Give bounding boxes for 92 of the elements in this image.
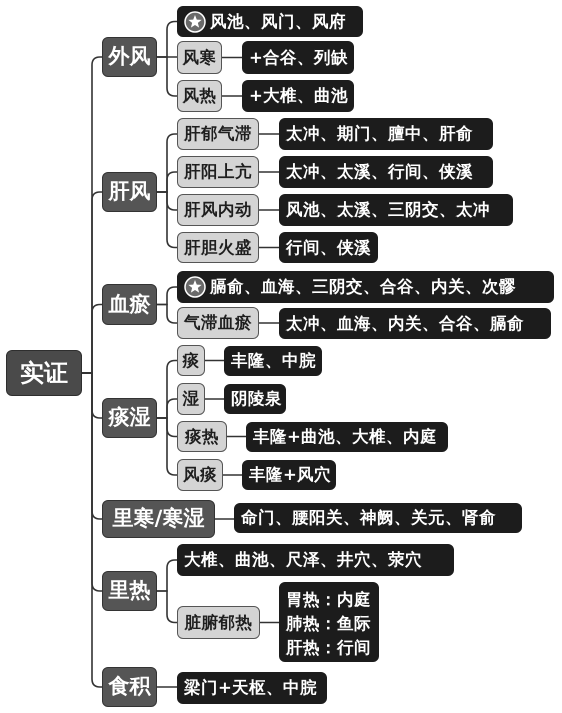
node-text: 肝风内动: [184, 200, 252, 220]
node-text: 风池、风门、风府: [210, 12, 346, 32]
subcategory-box: [177, 421, 227, 452]
acupoint-box: [234, 503, 522, 533]
subcategory-box: [177, 232, 259, 263]
node-text: 丰隆+曲池、大椎、内庭: [253, 427, 437, 447]
acupoint-box: [177, 6, 363, 37]
connector-line: [222, 95, 242, 97]
connector-line: [157, 304, 177, 324]
connector-line: [259, 322, 279, 324]
node-text: 痰湿: [108, 405, 150, 431]
node-text: +合谷、列缺: [249, 48, 348, 68]
node-text: 行间、侠溪: [286, 238, 371, 258]
node-text: 湿: [182, 389, 200, 409]
node-text: 实证: [20, 358, 68, 388]
acupoint-box: [279, 118, 493, 150]
acupoint-box: [177, 544, 454, 576]
subcategory-box: [177, 345, 205, 376]
acupoint-box: [177, 672, 327, 704]
node-text: 血瘀: [108, 292, 150, 318]
connector-line: [205, 398, 224, 400]
connector-line: [259, 133, 279, 135]
node-text: 肝阳上亢: [184, 162, 252, 182]
node-text: 里热: [108, 578, 150, 604]
connector-line: [260, 622, 279, 624]
subcategory-box: [177, 307, 259, 339]
node-text: 风寒: [182, 48, 216, 68]
category-box: [102, 398, 157, 438]
node-text: 风痰: [183, 465, 217, 485]
acupoint-box: [279, 194, 513, 226]
acupoint-box: [246, 422, 448, 452]
category-box: [102, 172, 157, 212]
acupoint-box: [224, 384, 286, 414]
subcategory-box: [177, 118, 259, 150]
subcategory-box: [177, 194, 259, 226]
subcategory-box: [177, 156, 259, 188]
node-text: 梁门+天枢、中脘: [184, 678, 317, 698]
node-text: 风热: [182, 86, 216, 106]
subcategory-box: [177, 459, 223, 491]
node-text: 命门、腰阳关、神阙、关元、肾俞: [241, 508, 496, 528]
node-text: 外风: [108, 44, 150, 70]
acupoint-box: [279, 232, 378, 263]
node-text: 肝热：行间: [286, 638, 371, 658]
acupoint-box: [242, 41, 354, 74]
acupoint-box: [224, 346, 322, 376]
node-text: 痰热: [185, 426, 219, 446]
node-text: 脏腑郁热: [184, 612, 252, 632]
connector-line: [82, 372, 102, 688]
subcategory-box: [177, 80, 222, 112]
node-text: 肺热：鱼际: [286, 614, 371, 634]
node-text: 肝胆火盛: [184, 238, 252, 258]
category-box: [102, 571, 157, 611]
node-text: 风池、太溪、三阴交、太冲: [286, 200, 490, 220]
category-box: [102, 37, 157, 77]
category-box: [102, 667, 157, 707]
connector-line: [215, 518, 234, 520]
node-text: 食积: [108, 674, 150, 700]
connector-line: [205, 360, 224, 362]
node-text: 太冲、血海、内关、合谷、膈俞: [286, 314, 524, 334]
acupoint-box: [279, 308, 551, 339]
node-text: 里寒/寒湿: [112, 506, 204, 532]
acupoint-box: [242, 80, 354, 112]
connector-line: [259, 246, 279, 248]
node-text: 痰: [182, 350, 200, 370]
subcategory-box: [177, 606, 260, 639]
node-text: +大椎、曲池: [249, 86, 348, 106]
node-text: 膈俞、血海、三阴交、合谷、内关、次髎: [210, 277, 516, 297]
acupoint-box: [279, 156, 493, 188]
connector-line: [223, 474, 242, 476]
node-text: 肝郁气滞: [184, 124, 252, 144]
node-text: 阴陵泉: [231, 389, 282, 409]
acupoint-box: [242, 460, 336, 490]
node-text: 丰隆+风穴: [249, 465, 331, 485]
node-text: 太冲、期门、膻中、肝俞: [286, 124, 473, 144]
connector-line: [227, 436, 246, 438]
connector-line: [222, 56, 242, 58]
node-text: 胃热：内庭: [286, 590, 371, 610]
node-text: 气滞血瘀: [184, 313, 252, 333]
node-text: 肝风: [108, 179, 150, 205]
acupoint-box: [177, 271, 554, 303]
node-text: 大椎、曲池、尺泽、井穴、荥穴: [184, 550, 422, 570]
acupoint-box: [279, 582, 379, 662]
connector-line: [259, 209, 279, 211]
root-box: [6, 350, 82, 396]
subcategory-box: [177, 383, 205, 415]
connector-line: [259, 171, 279, 173]
category-box: [102, 284, 157, 325]
connector-line: [157, 686, 177, 688]
category-box: [102, 500, 215, 538]
node-text: 太冲、太溪、行间、侠溪: [286, 162, 473, 182]
subcategory-box: [177, 41, 222, 74]
node-text: 丰隆、中脘: [231, 351, 316, 371]
